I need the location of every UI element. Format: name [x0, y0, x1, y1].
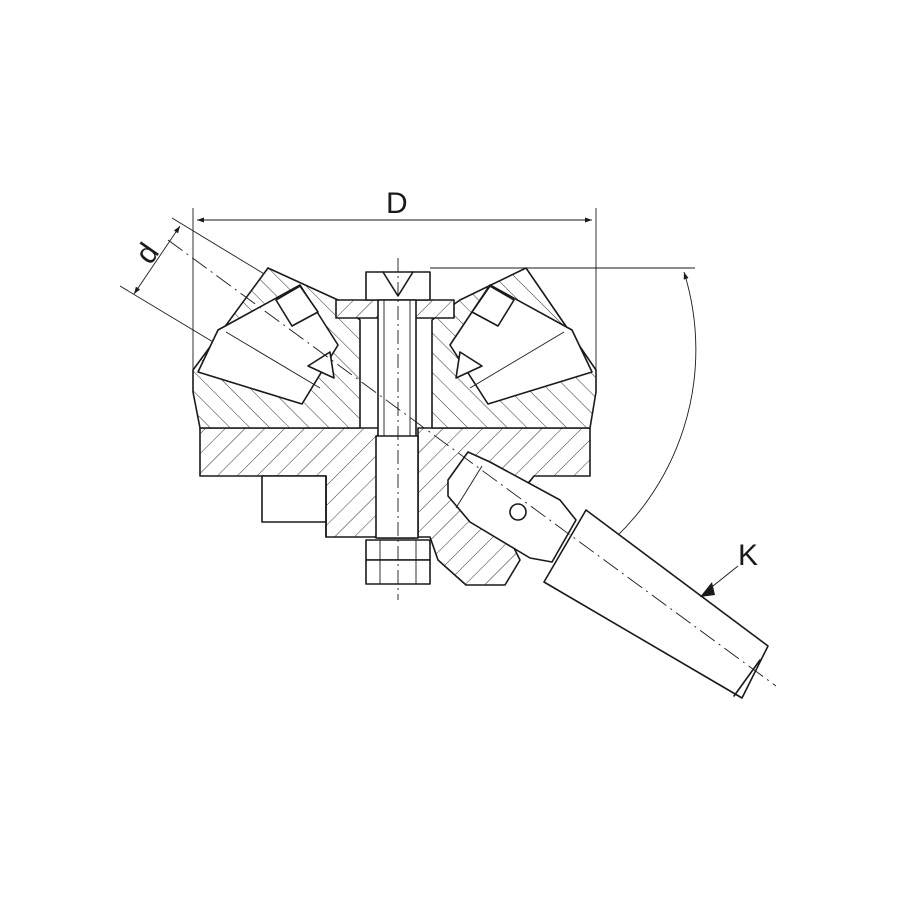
label-D: D: [386, 187, 408, 220]
taper-arbor: [167, 239, 777, 699]
left-jaw: [197, 284, 339, 405]
label-d: d: [129, 237, 166, 270]
label-K: K: [738, 539, 758, 572]
leader-K: [700, 565, 739, 597]
dimension-angle: [430, 267, 697, 557]
center-bolt: [365, 258, 431, 600]
right-jaw: [449, 284, 593, 405]
